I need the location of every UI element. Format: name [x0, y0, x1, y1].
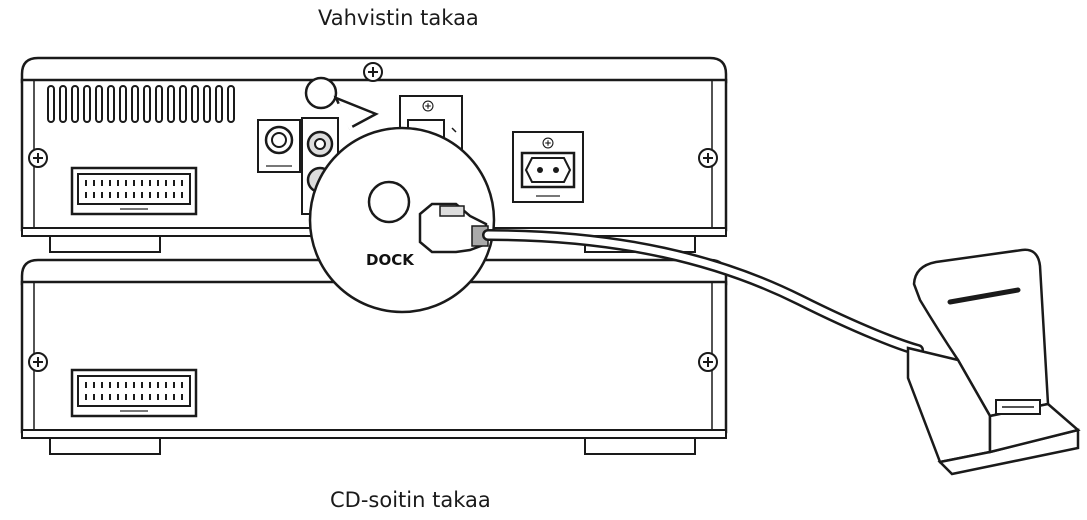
power-inlet: [512, 131, 584, 203]
system-connector-port: [70, 166, 198, 216]
dock-label: DOCK: [366, 251, 415, 269]
dock-callout: DOCK: [308, 95, 496, 314]
system-connector-port: [70, 368, 198, 418]
dock-socket-enlarged: [367, 180, 411, 224]
dock-socket: [304, 76, 338, 110]
vent-slots: [47, 85, 235, 123]
cd-player-rear-caption: CD-soitin takaa: [330, 488, 491, 512]
ipod-dock-station: [906, 248, 1081, 476]
amplifier-rear-caption: Vahvistin takaa: [318, 6, 479, 30]
